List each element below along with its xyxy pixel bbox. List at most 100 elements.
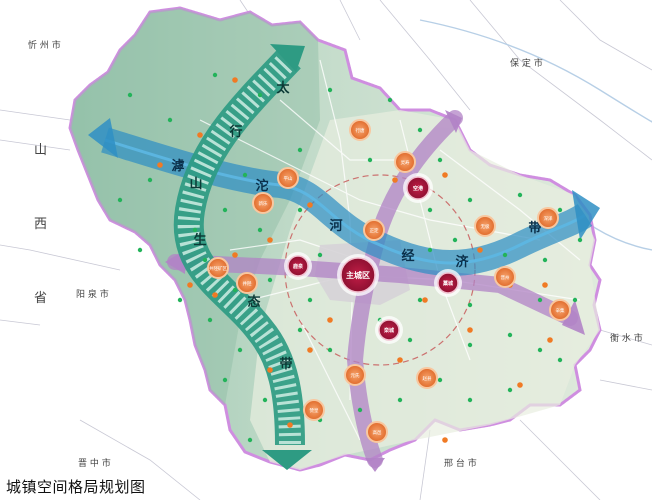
town-dot (427, 207, 433, 213)
ecology-belt-arrow-south (262, 450, 312, 470)
county-node-n10[interactable]: 井陉矿区 (207, 257, 229, 279)
town-dot (437, 377, 443, 383)
town-dot (422, 297, 428, 303)
town-dot (147, 177, 153, 183)
town-dot (212, 292, 218, 298)
county-label: 赵县 (423, 375, 432, 382)
town-dot (507, 387, 513, 393)
town-dot (442, 172, 448, 178)
town-dot (542, 257, 548, 263)
town-dot (327, 317, 333, 323)
county-label: 灵寿 (401, 159, 410, 166)
county-marker (349, 119, 371, 141)
label-hengshui: 衡 水 市 (610, 332, 643, 344)
town-dot (117, 197, 123, 203)
county-marker (549, 299, 571, 321)
town-dot (262, 397, 268, 403)
town-dot (307, 202, 313, 208)
label-baoding: 保 定 市 (510, 57, 543, 69)
ecology-belt-char: 态 (247, 294, 260, 310)
core-node-luquan[interactable]: 鹿泉 (284, 252, 312, 280)
county-label: 无极 (481, 223, 490, 230)
county-node-n7[interactable]: 深泽 (537, 207, 559, 229)
river-belt-char: 带 (528, 220, 541, 236)
county-marker (394, 151, 416, 173)
town-dot (307, 347, 313, 353)
river-belt-arrow-west (88, 118, 118, 158)
town-dot (557, 357, 563, 363)
town-dot (507, 332, 513, 338)
label-yangquan: 阳 泉 市 (76, 288, 109, 300)
county-node-n8[interactable]: 晋州 (494, 266, 516, 288)
county-marker (537, 207, 559, 229)
town-dot (437, 157, 443, 163)
county-marker (474, 215, 496, 237)
taihang-ecology-belt (173, 47, 305, 446)
county-marker (303, 399, 325, 421)
town-dot (177, 297, 183, 303)
county-node-n6[interactable]: 无极 (474, 215, 496, 237)
town-dot (257, 92, 263, 98)
town-dot (317, 252, 323, 258)
county-marker (344, 364, 366, 386)
county-label: 井陉 (243, 280, 252, 287)
county-node-n11[interactable]: 井陉 (236, 272, 258, 294)
county-marker (236, 272, 258, 294)
town-dot (212, 72, 218, 78)
label-shanxi-2: 西 (34, 217, 47, 232)
county-node-n3[interactable]: 平山 (277, 167, 299, 189)
county-label: 高邑 (373, 429, 382, 436)
town-dot (297, 327, 303, 333)
core-node-gaocheng[interactable]: 藁城 (434, 269, 462, 297)
town-dot (247, 437, 253, 443)
town-dot (517, 192, 523, 198)
county-node-n1[interactable]: 行唐 (349, 119, 371, 141)
core-node-zhengding[interactable]: 空港 (403, 173, 433, 203)
county-node-n12[interactable]: 元氏 (344, 364, 366, 386)
county-node-n15[interactable]: 高邑 (366, 421, 388, 443)
county-marker (363, 219, 385, 241)
county-node-n14[interactable]: 赞皇 (303, 399, 325, 421)
county-node-n9[interactable]: 辛集 (549, 299, 571, 321)
town-dot (442, 437, 448, 443)
river-belt-char: 河 (329, 218, 342, 234)
town-dot (572, 297, 578, 303)
county-node-n5[interactable]: 正定 (363, 219, 385, 241)
town-dot (357, 407, 363, 413)
county-label: 赞皇 (310, 407, 319, 414)
town-dot (297, 207, 303, 213)
town-dot (537, 347, 543, 353)
core-node-main-city[interactable]: 主城区 (337, 254, 379, 296)
town-dot (397, 397, 403, 403)
county-node-n4[interactable]: 新乐 (252, 192, 274, 214)
core-marker (340, 257, 376, 293)
label-xingtai: 邢 台 市 (444, 457, 477, 469)
town-dot (387, 97, 393, 103)
label-xinzhou: 忻 州 市 (28, 39, 61, 51)
axis-arrow-south (365, 458, 385, 472)
label-shanxi-3: 省 (34, 291, 47, 306)
county-node-n13[interactable]: 赵县 (416, 367, 438, 389)
town-dot (427, 247, 433, 253)
town-dot (392, 177, 398, 183)
town-dot (232, 287, 238, 293)
county-marker (277, 167, 299, 189)
town-dot (257, 227, 263, 233)
core-node-luancheng[interactable]: 栾城 (375, 316, 403, 344)
county-node-n2[interactable]: 灵寿 (394, 151, 416, 173)
river-belt-char: 沱 (255, 178, 268, 194)
county-label: 正定 (370, 227, 379, 234)
town-dot (327, 347, 333, 353)
map-caption: 城镇空间格局规划图 (6, 478, 146, 496)
ecology-belt-char: 带 (279, 356, 292, 372)
label-shanxi-1: 山 (34, 143, 47, 158)
county-marker (207, 257, 229, 279)
belt-labels: 太行山生态带滹沱河经济带 (171, 80, 541, 372)
town-dot (267, 367, 273, 373)
town-dot (267, 237, 273, 243)
town-dot (197, 132, 203, 138)
